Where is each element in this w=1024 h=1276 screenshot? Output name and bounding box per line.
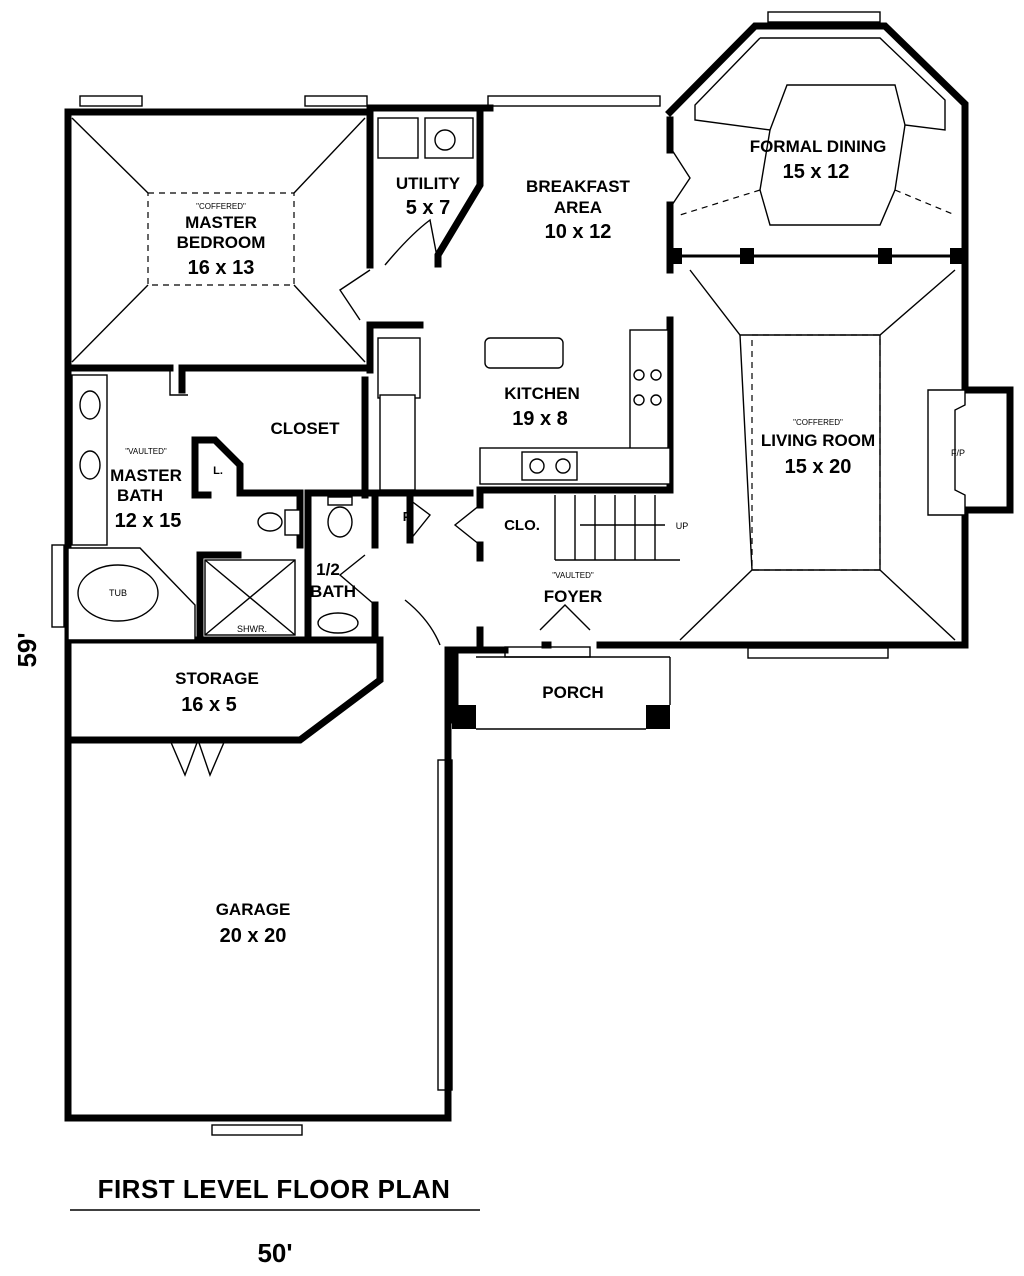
master-bedroom-name-2: BEDROOM xyxy=(177,233,266,252)
stair-treads xyxy=(554,495,680,561)
utility-size: 5 x 7 xyxy=(406,197,450,219)
formal-dining-name: FORMAL DINING xyxy=(750,137,887,156)
fireplace-label: F/P xyxy=(951,448,965,458)
master-bath-name-2: BATH xyxy=(117,486,163,505)
shower-label: SHWR. xyxy=(237,624,267,634)
breakfast-name-1: BREAKFAST xyxy=(526,177,631,196)
tub-label: TUB xyxy=(109,588,127,598)
storage-size: 16 x 5 xyxy=(181,694,237,716)
foyer-name: FOYER xyxy=(544,587,603,606)
plan-title: FIRST LEVEL FLOOR PLAN xyxy=(98,1174,451,1204)
storage-name: STORAGE xyxy=(175,669,259,688)
breakfast-size: 10 x 12 xyxy=(545,221,612,243)
porch-name: PORCH xyxy=(542,683,603,702)
depth-dimension: 59' xyxy=(12,632,42,667)
breakfast-name-2: AREA xyxy=(554,198,602,217)
garage-name: GARAGE xyxy=(216,900,291,919)
master-bath-name-1: MASTER xyxy=(110,466,182,485)
living-room-name: LIVING ROOM xyxy=(761,431,875,450)
master-bath-size: 12 x 15 xyxy=(115,510,182,532)
interior-walls xyxy=(64,254,962,744)
foyer-note: "VAULTED" xyxy=(552,571,594,580)
master-bedroom-note: "COFFERED" xyxy=(196,202,246,211)
coat-closet-name: CLO. xyxy=(504,517,540,534)
living-room-size: 15 x 20 xyxy=(785,456,852,478)
garage-size: 20 x 20 xyxy=(220,925,287,947)
room-labels: "COFFERED" MASTER BEDROOM 16 x 13 UTILIT… xyxy=(109,137,965,947)
master-bedroom-name-1: MASTER xyxy=(185,213,257,232)
doors xyxy=(169,149,691,777)
linen-name: L. xyxy=(213,465,223,477)
half-bath-name-1: 1/2 xyxy=(316,560,340,579)
half-bath-name-2: BATH xyxy=(310,582,356,601)
kitchen-name: KITCHEN xyxy=(504,384,580,403)
ceiling-lines xyxy=(71,37,956,641)
master-bath-note: "VAULTED" xyxy=(125,447,167,456)
stairs-up-label: UP xyxy=(676,521,689,531)
formal-dining-size: 15 x 12 xyxy=(783,161,850,183)
master-bedroom-size: 16 x 13 xyxy=(188,257,255,279)
closet-name: CLOSET xyxy=(271,419,341,438)
columns xyxy=(452,248,962,729)
living-room-note: "COFFERED" xyxy=(793,418,843,427)
fixtures xyxy=(67,117,966,730)
kitchen-size: 19 x 8 xyxy=(512,408,568,430)
utility-name: UTILITY xyxy=(396,174,461,193)
pantry-name: P. xyxy=(403,509,414,524)
width-dimension: 50' xyxy=(257,1238,292,1268)
windows xyxy=(51,11,889,1136)
